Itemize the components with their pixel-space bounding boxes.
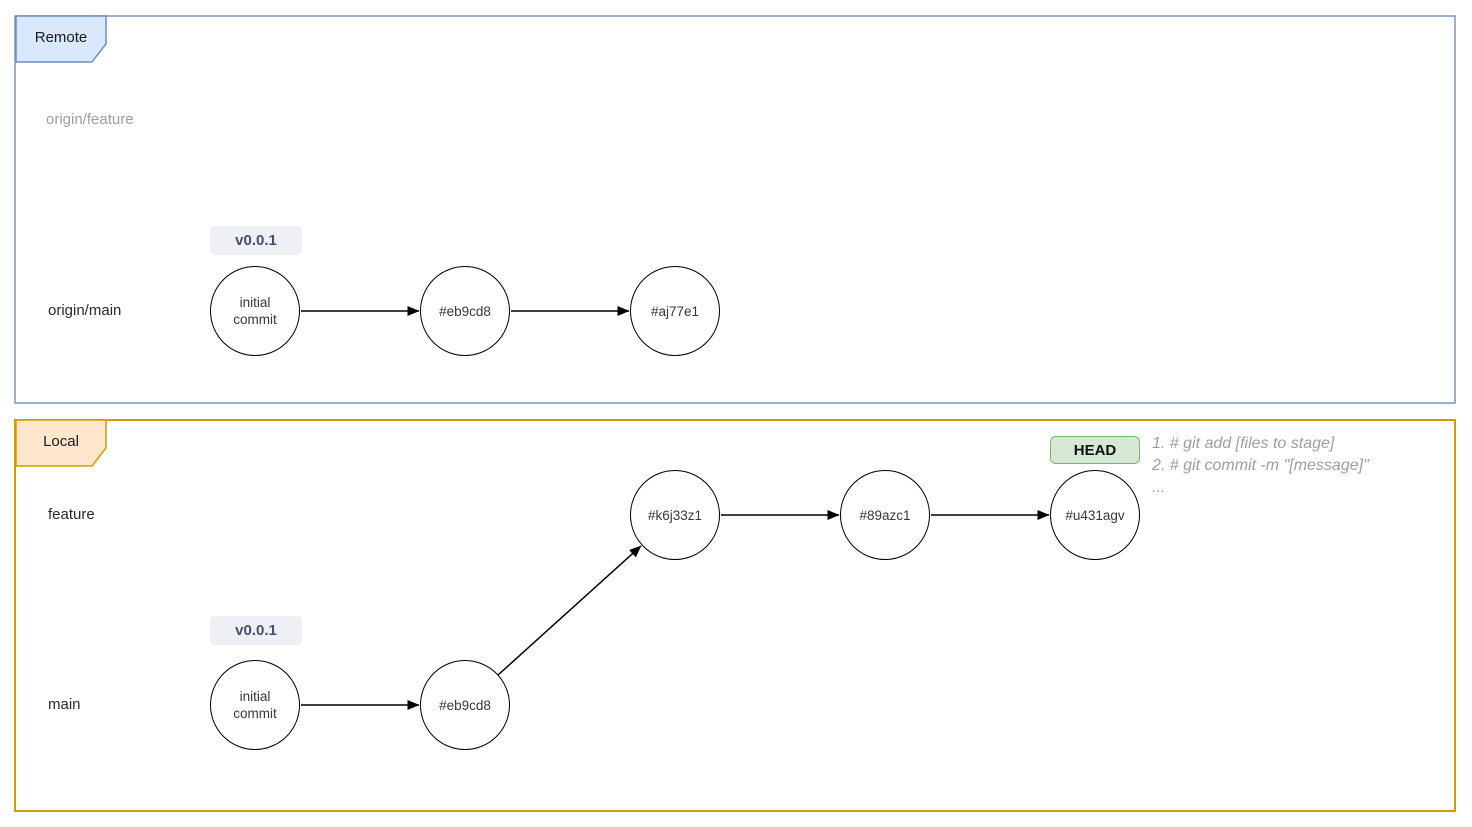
git-command-notes: 1. # git add [files to stage] 2. # git c… xyxy=(1152,433,1369,499)
remote-commit-eb9cd8: #eb9cd8 xyxy=(420,266,510,356)
local-section-title: Local xyxy=(43,433,79,450)
note-line-1: 1. # git add [files to stage] xyxy=(1152,435,1335,452)
feature-commit-k6j33z1-label: #k6j33z1 xyxy=(647,507,703,523)
local-version-tag: v0.0.1 xyxy=(210,616,302,645)
main-commit-eb9cd8: #eb9cd8 xyxy=(420,660,510,750)
feature-commit-89azc1: #89azc1 xyxy=(840,470,930,560)
main-commit-initial: initial commit xyxy=(210,660,300,750)
remote-commit-aj77e1: #aj77e1 xyxy=(630,266,720,356)
remote-commit-aj77e1-label: #aj77e1 xyxy=(650,303,700,319)
remote-branch-origin-feature-label: origin/feature xyxy=(46,111,134,128)
remote-branch-origin-main-label: origin/main xyxy=(48,302,122,319)
feature-commit-k6j33z1: #k6j33z1 xyxy=(630,470,720,560)
main-commit-eb9cd8-label: #eb9cd8 xyxy=(439,697,491,713)
remote-commit-initial: initial commit xyxy=(210,266,300,356)
feature-commit-u431agv-label: #u431agv xyxy=(1065,507,1125,523)
note-line-ellipsis: ... xyxy=(1152,479,1166,496)
remote-commit-eb9cd8-label: #eb9cd8 xyxy=(439,303,491,319)
local-branch-main-label: main xyxy=(48,696,81,713)
head-badge: HEAD xyxy=(1050,436,1140,464)
remote-version-tag: v0.0.1 xyxy=(210,226,302,255)
feature-commit-u431agv: #u431agv xyxy=(1050,470,1140,560)
remote-section-title: Remote xyxy=(34,29,88,46)
local-branch-feature-label: feature xyxy=(48,506,95,523)
arrow-branch-eb9cd8-to-k6j33z1 xyxy=(497,545,642,676)
main-commit-initial-label: initial commit xyxy=(233,689,277,721)
remote-commit-initial-label: initial commit xyxy=(233,295,277,327)
feature-commit-89azc1-label: #89azc1 xyxy=(859,507,911,523)
note-line-2: 2. # git commit -m "[message]" xyxy=(1152,457,1369,474)
